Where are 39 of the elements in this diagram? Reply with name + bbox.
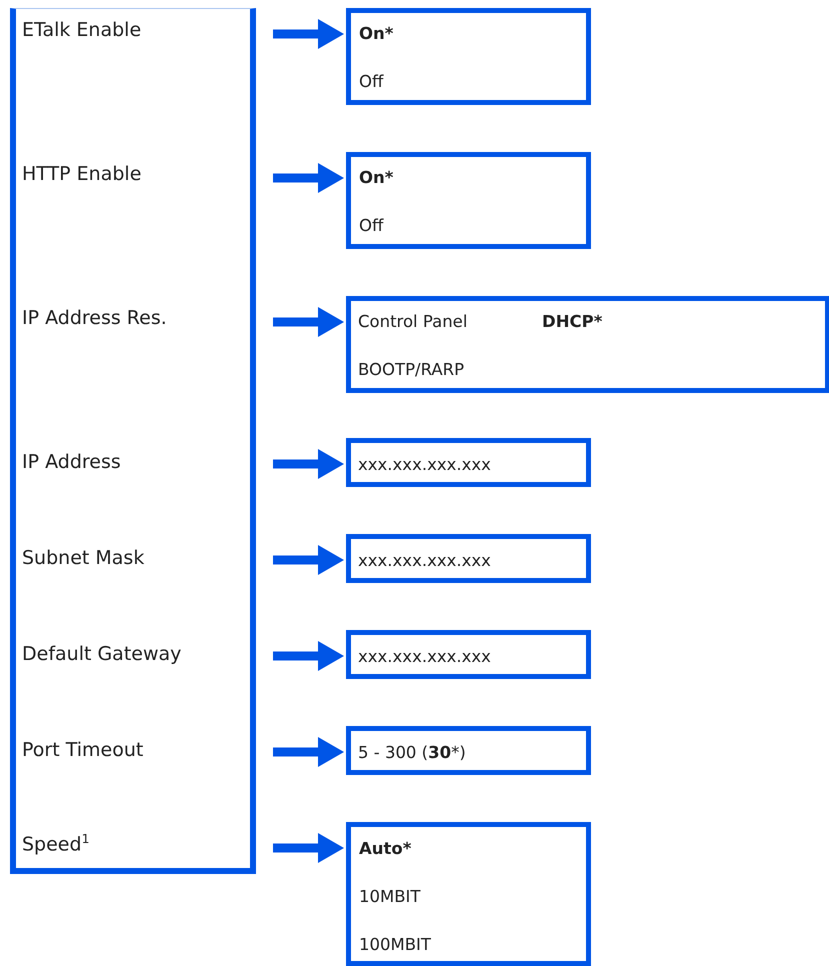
- option-value: 5 - 300 (30*): [358, 743, 466, 762]
- option-box: [346, 296, 829, 393]
- option-value: 10MBIT: [359, 887, 420, 906]
- arrow: [273, 307, 344, 337]
- menu-item-label: IP Address: [22, 451, 273, 479]
- option-box: [346, 726, 591, 775]
- option-value: On*: [359, 24, 394, 43]
- arrow: [273, 449, 344, 479]
- option-box: [346, 152, 591, 249]
- option-value: 100MBIT: [359, 935, 431, 954]
- menu-item-label: Speed$^{1}$: [22, 832, 273, 862]
- option-box: [346, 438, 591, 487]
- option-value: Off: [359, 72, 384, 91]
- option-box: [346, 822, 591, 966]
- menu-item-label: Subnet Mask: [22, 547, 273, 575]
- option-value: Off: [359, 216, 384, 235]
- arrow: [273, 163, 344, 193]
- option-box: [346, 630, 591, 679]
- arrow: [273, 545, 344, 575]
- menu-item-label: ETalk Enable: [22, 19, 273, 47]
- option-box: [346, 8, 591, 105]
- menu-item-label: Port Timeout: [22, 739, 273, 767]
- arrow: [273, 737, 344, 767]
- option-box: [346, 534, 591, 583]
- option-value: Auto*: [359, 839, 412, 858]
- option-value: xxx.xxx.xxx.xxx: [358, 455, 491, 474]
- option-value: DHCP*: [542, 312, 602, 331]
- arrow: [273, 19, 344, 49]
- option-value: Control Panel: [358, 312, 468, 331]
- arrow: [273, 641, 344, 671]
- menu-panel: [10, 8, 256, 874]
- menu-item-label: Default Gateway: [22, 643, 273, 671]
- option-value: BOOTP/RARP: [358, 360, 464, 379]
- menu-item-label: HTTP Enable: [22, 163, 273, 191]
- option-value: On*: [359, 168, 394, 187]
- option-value: xxx.xxx.xxx.xxx: [358, 551, 491, 570]
- option-value: xxx.xxx.xxx.xxx: [358, 647, 491, 666]
- menu-item-label: IP Address Res.: [22, 307, 273, 335]
- arrow: [273, 833, 344, 863]
